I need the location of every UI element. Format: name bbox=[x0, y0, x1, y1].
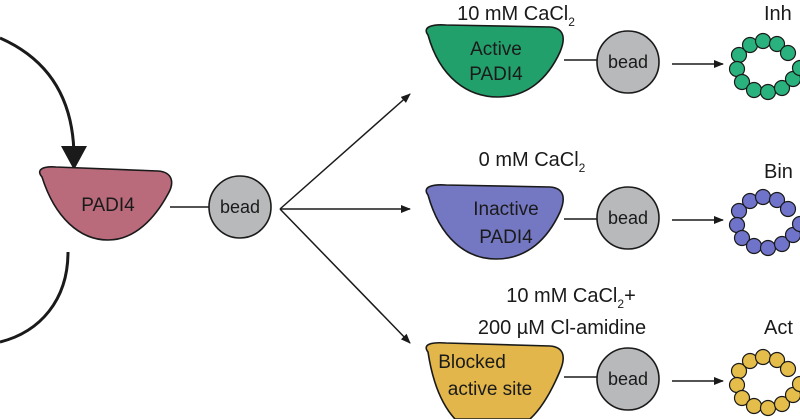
enzyme-shape-active bbox=[425, 24, 564, 98]
outcome-label-inactive: Bin bbox=[764, 161, 793, 183]
bead-circle-blocked bbox=[596, 347, 660, 411]
source-padi4-enzyme: PADI4 bbox=[38, 166, 173, 241]
bead-ring-inactive bbox=[728, 188, 800, 257]
outcome-label-active: Inh bbox=[764, 3, 792, 25]
ring-bead bbox=[759, 83, 777, 101]
ring-bead bbox=[745, 397, 763, 415]
ring-bead bbox=[733, 229, 751, 247]
ring-bead bbox=[754, 348, 772, 366]
cycle-arc-bottom bbox=[0, 251, 70, 344]
enzyme-shape-inactive bbox=[425, 184, 564, 260]
enzyme-shape-blocked bbox=[425, 341, 564, 419]
enzyme-line2-active: PADI4 bbox=[469, 64, 523, 85]
ring-bead bbox=[759, 399, 777, 417]
ring-bead bbox=[745, 237, 763, 255]
branch-active: 10 mM CaCl2 Active PADI4 bead Inh bbox=[425, 3, 800, 101]
condition-label-blocked-line2: 200 µM Cl-amidine bbox=[478, 317, 646, 339]
ring-bead bbox=[768, 351, 786, 369]
ring-bead bbox=[773, 395, 791, 413]
cycle-arrow-top bbox=[0, 36, 87, 170]
ring-bead bbox=[773, 235, 791, 253]
bead-label-blocked: bead bbox=[608, 369, 648, 389]
enzyme-line2-blocked: active site bbox=[448, 379, 532, 400]
ring-bead bbox=[754, 188, 772, 206]
source-bead: bead bbox=[208, 175, 272, 239]
source-bead-label: bead bbox=[220, 197, 260, 217]
ring-bead bbox=[779, 44, 797, 62]
enzyme-line1-inactive: Inactive bbox=[473, 199, 538, 220]
source-bead-circle bbox=[208, 175, 272, 239]
ring-bead bbox=[768, 191, 786, 209]
branch-blocked: 10 mM CaCl2+ 200 µM Cl-amidine Blocked a… bbox=[425, 285, 800, 419]
source-enzyme-label: PADI4 bbox=[81, 195, 135, 216]
branch-arrow-bottom bbox=[279, 208, 411, 344]
ring-bead bbox=[791, 59, 800, 77]
bead-label-inactive: bead bbox=[608, 208, 648, 228]
bead-circle-active bbox=[596, 30, 660, 94]
enzyme-line1-blocked: Blocked bbox=[438, 352, 506, 373]
bead-label-active: bead bbox=[608, 52, 648, 72]
ring-bead bbox=[733, 73, 751, 91]
condition-label-active: 10 mM CaCl2 bbox=[457, 3, 575, 29]
ring-bead bbox=[759, 239, 777, 257]
source-enzyme-shape bbox=[38, 166, 173, 241]
ring-bead bbox=[754, 32, 772, 50]
condition-label-blocked: 10 mM CaCl2+ bbox=[506, 285, 636, 311]
outcome-label-blocked: Act bbox=[764, 317, 793, 339]
bead-ring-active bbox=[728, 32, 800, 101]
ring-bead bbox=[779, 360, 797, 378]
ring-bead bbox=[768, 35, 786, 53]
ring-bead bbox=[791, 375, 800, 393]
bead-circle-inactive bbox=[596, 186, 660, 250]
enzyme-line1-active: Active bbox=[470, 39, 522, 60]
branch-inactive: 0 mM CaCl2 Inactive PADI4 bead Bin bbox=[425, 149, 800, 260]
ring-bead bbox=[745, 81, 763, 99]
ring-bead bbox=[791, 215, 800, 233]
ring-bead bbox=[773, 79, 791, 97]
ring-bead bbox=[779, 200, 797, 218]
branch-arrow-top bbox=[279, 93, 411, 210]
condition-label-inactive: 0 mM CaCl2 bbox=[479, 149, 586, 175]
bead-ring-blocked bbox=[728, 348, 800, 417]
ring-bead bbox=[733, 389, 751, 407]
enzyme-line2-inactive: PADI4 bbox=[479, 227, 533, 248]
